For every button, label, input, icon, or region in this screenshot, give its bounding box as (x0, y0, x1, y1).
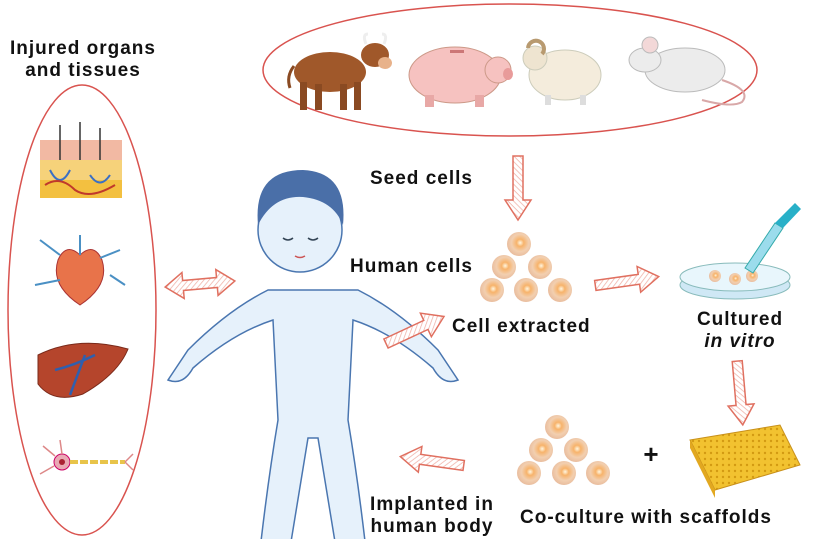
cell-extracted-label: Cell extracted (452, 316, 591, 337)
plus-sign: + (643, 439, 658, 469)
implanted-line-1: Implanted in (370, 494, 494, 515)
human-cells-label: Human cells (350, 256, 473, 277)
arrow-body-to-extracted (382, 312, 446, 350)
implanted-label: Implanted in human body (362, 494, 502, 538)
injured-line-2: and tissues (25, 60, 141, 81)
injured-organs-label: Injured organs and tissues (4, 38, 162, 82)
pig-icon (408, 46, 513, 107)
skin-icon (40, 122, 122, 198)
arrow-seed-to-cells (503, 155, 533, 222)
arrow-coculture-to-body (398, 445, 466, 474)
injured-line-1: Injured organs (10, 38, 156, 59)
arrow-culture-to-scaffold (726, 359, 756, 427)
sheep-icon (522, 38, 602, 105)
arrow-organs-body-double (163, 268, 237, 300)
seed-cells-label: Seed cells (370, 168, 473, 189)
child-illustration (166, 170, 460, 539)
cultured-line-2: in vitro (704, 331, 776, 352)
cultured-line-1: Cultured (696, 309, 784, 330)
cow-icon (287, 32, 392, 110)
arrow-cells-to-culture (593, 265, 661, 294)
coculture-cells-cluster (517, 415, 610, 485)
cultured-in-vitro-label: Cultured in vitro (680, 309, 800, 353)
scaffold-sponge-icon (689, 424, 801, 498)
petri-dish-icon (679, 203, 801, 300)
liver-icon (37, 342, 129, 398)
human-cells-cluster (480, 232, 572, 302)
heart-icon (34, 235, 126, 306)
organs-ellipse (7, 84, 157, 536)
neuron-icon (39, 439, 134, 475)
coculture-label: Co-culture with scaffolds (520, 507, 772, 528)
implanted-line-2: human body (370, 516, 494, 537)
animal-sources-ellipse (262, 3, 758, 137)
mouse-icon (628, 36, 746, 106)
